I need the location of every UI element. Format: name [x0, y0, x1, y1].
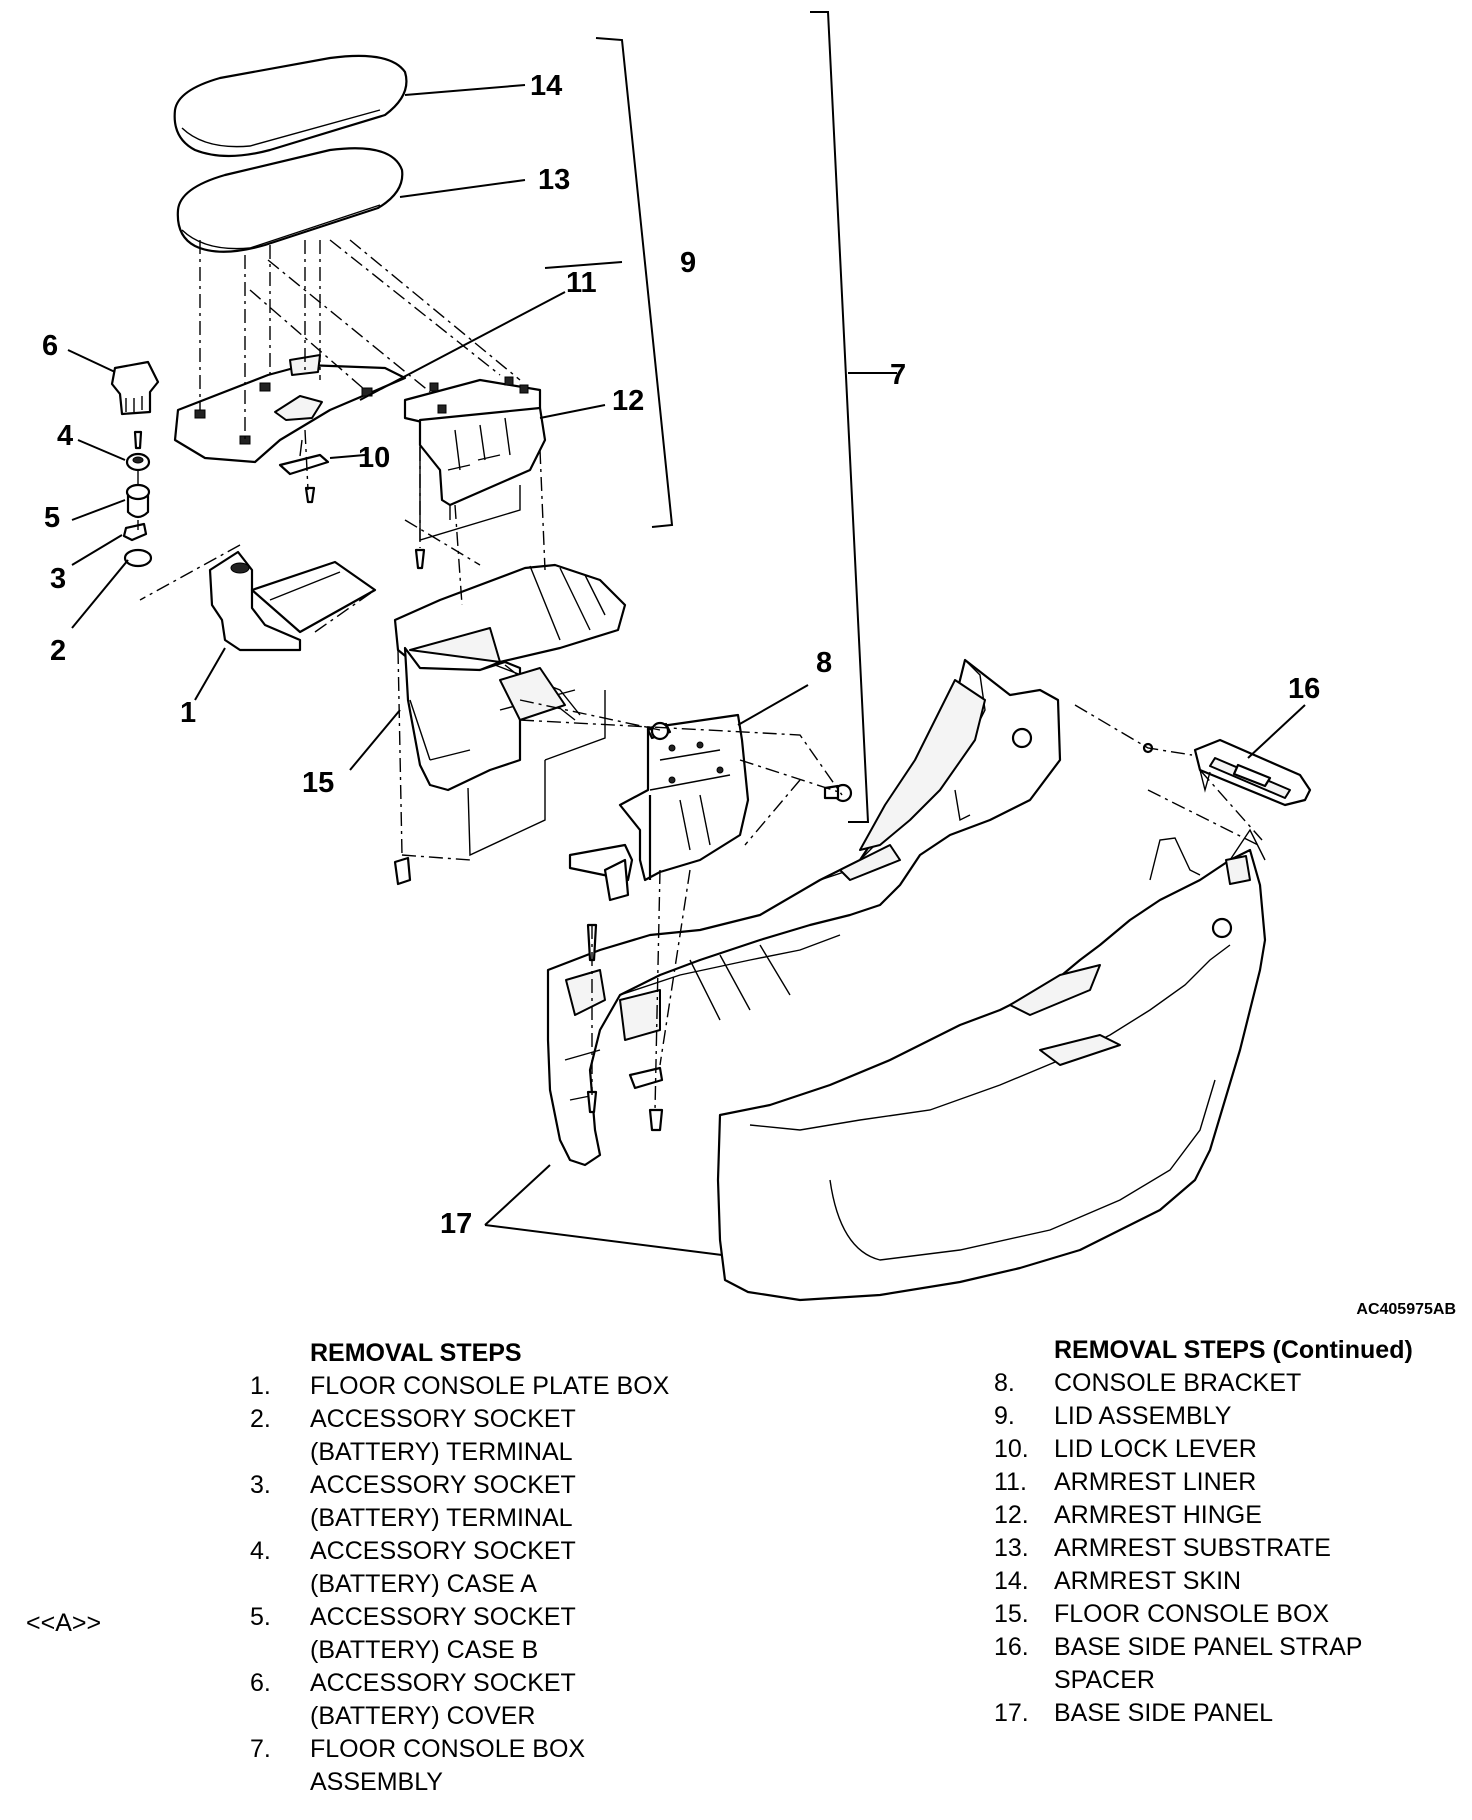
removal-step-number: 8.: [994, 1369, 1015, 1397]
removal-step-text: BASE SIDE PANEL: [1054, 1699, 1274, 1727]
accessory-socket-cover-part: [110, 360, 160, 416]
removal-step-row: 11. ARMREST LINER: [994, 1466, 1413, 1499]
floor-console-box-part: [393, 563, 627, 792]
removal-step-text: FLOOR CONSOLE BOX: [1054, 1600, 1330, 1628]
callout-9: 9: [680, 247, 696, 279]
callout-10: 10: [358, 442, 390, 474]
accessory-socket-terminal-part-2: [123, 548, 153, 568]
leader-lines: [67, 84, 1306, 1256]
armrest-liner-part: [173, 354, 407, 464]
base-side-panel-part: [546, 658, 1267, 1302]
callout-7: 7: [890, 359, 906, 391]
removal-step-number: 1.: [250, 1372, 271, 1400]
callout-17: 17: [440, 1208, 472, 1240]
callout-3: 3: [50, 563, 66, 595]
removal-step-number: 6.: [250, 1669, 271, 1697]
assembly-lines: [137, 239, 1263, 1111]
exploded-view-diagram: 1 2 3 4 5 6 7 8 9 10 11 12 13 14 15 16 1…: [42, 11, 1456, 1318]
removal-step-text: ARMREST LINER: [1054, 1468, 1257, 1496]
removal-step-row: 13. ARMREST SUBSTRATE: [994, 1532, 1413, 1565]
floor-console-plate-box-part: [208, 550, 377, 652]
lid-lock-lever-part: [278, 439, 330, 504]
callout-8: 8: [816, 647, 832, 679]
callout-4: 4: [57, 420, 73, 452]
removal-step-row: 1. FLOOR CONSOLE PLATE BOX: [250, 1370, 669, 1403]
removal-step-number: 15.: [994, 1600, 1029, 1628]
removal-step-text: FLOOR CONSOLE PLATE BOX: [310, 1372, 670, 1400]
removal-step-row: 14. ARMREST SKIN: [994, 1565, 1413, 1598]
removal-step-text: ACCESSORY SOCKET (BATTERY) COVER: [310, 1669, 576, 1730]
removal-step-row: 15. FLOOR CONSOLE BOX: [994, 1598, 1413, 1631]
callout-6: 6: [42, 330, 58, 362]
removal-step-text: ARMREST SKIN: [1054, 1567, 1242, 1595]
accessory-socket-case-b-part: [125, 483, 151, 519]
removal-step-row: 3. ACCESSORY SOCKET (BATTERY) TERMINAL: [250, 1469, 669, 1535]
removal-step-row: 2. ACCESSORY SOCKET (BATTERY) TERMINAL: [250, 1403, 669, 1469]
removal-step-number: 17.: [994, 1699, 1029, 1727]
console-bracket-part: [568, 713, 750, 902]
removal-step-text: ACCESSORY SOCKET (BATTERY) TERMINAL: [310, 1471, 576, 1532]
callout-12: 12: [612, 385, 644, 417]
callout-16: 16: [1288, 673, 1320, 705]
removal-step-text: FLOOR CONSOLE BOX ASSEMBLY: [310, 1735, 586, 1796]
removal-step-row: 12. ARMREST HINGE: [994, 1499, 1413, 1532]
callout-14: 14: [530, 70, 562, 102]
removal-step-row: 9. LID ASSEMBLY: [994, 1400, 1413, 1433]
removal-step-text: ACCESSORY SOCKET (BATTERY) CASE A: [310, 1537, 576, 1598]
removal-step-number: 14.: [994, 1567, 1029, 1595]
removal-step-number: 16.: [994, 1633, 1029, 1661]
accessory-socket-terminal-part-3: [122, 522, 148, 542]
removal-step-text: ARMREST HINGE: [1054, 1501, 1262, 1529]
bolt: [823, 783, 853, 803]
bolt: [646, 721, 672, 741]
removal-steps-right: REMOVAL STEPS (Continued) 8. CONSOLE BRAC…: [994, 1334, 1413, 1730]
removal-steps-left: REMOVAL STEPS 1. FLOOR CONSOLE PLATE BOX 2…: [250, 1337, 669, 1799]
removal-step-text: CONSOLE BRACKET: [1054, 1369, 1302, 1397]
callout-1: 1: [180, 697, 196, 729]
removal-step-number: 4.: [250, 1537, 271, 1565]
callout-2: 2: [50, 635, 66, 667]
callout-11: 11: [566, 267, 597, 299]
removal-step-number: 5.: [250, 1603, 271, 1631]
removal-step-text: LID ASSEMBLY: [1054, 1402, 1232, 1430]
removal-step-text: LID LOCK LEVER: [1054, 1435, 1257, 1463]
removal-step-row: 7. FLOOR CONSOLE BOX ASSEMBLY: [250, 1733, 669, 1799]
removal-step-number: 10.: [994, 1435, 1029, 1463]
removal-step-number: 13.: [994, 1534, 1029, 1562]
removal-step-number: 11.: [994, 1468, 1027, 1496]
removal-step-number: 3.: [250, 1471, 271, 1499]
removal-step-row: 17. BASE SIDE PANEL: [994, 1697, 1413, 1730]
removal-step-text: ACCESSORY SOCKET (BATTERY) CASE B: [310, 1603, 576, 1664]
removal-step-text: ACCESSORY SOCKET (BATTERY) TERMINAL: [310, 1405, 576, 1466]
armrest-substrate-part: [176, 147, 404, 253]
figure-id: AC405975AB: [1356, 1301, 1456, 1318]
removal-step-text: ARMREST SUBSTRATE: [1054, 1534, 1331, 1562]
base-side-panel-strap-spacer-part: [1193, 738, 1312, 807]
callout-13: 13: [538, 164, 570, 196]
removal-step-row: 6. ACCESSORY SOCKET (BATTERY) COVER: [250, 1667, 669, 1733]
removal-step-number: 9.: [994, 1402, 1015, 1430]
callout-15: 15: [302, 767, 334, 799]
removal-step-row: 5. ACCESSORY SOCKET (BATTERY) CASE B: [250, 1601, 669, 1667]
removal-step-number: 12.: [994, 1501, 1029, 1529]
removal-step-text: BASE SIDE PANEL STRAP SPACER: [1054, 1633, 1363, 1694]
armrest-skin-part: [173, 54, 408, 158]
removal-step-number: 7.: [250, 1735, 271, 1763]
armrest-hinge-part: [403, 376, 547, 507]
callout-5: 5: [44, 502, 60, 534]
removal-step-row: 10. LID LOCK LEVER: [994, 1433, 1413, 1466]
removal-step-row: 4. ACCESSORY SOCKET (BATTERY) CASE A: [250, 1535, 669, 1601]
removal-step-number: 2.: [250, 1405, 271, 1433]
removal-step-row: 8. CONSOLE BRACKET: [994, 1367, 1413, 1400]
removal-steps-continued-heading: REMOVAL STEPS (Continued): [1054, 1336, 1413, 1364]
service-point-marker: <<A>>: [26, 1609, 102, 1637]
accessory-socket-case-a-part: [125, 430, 151, 472]
removal-step-row: 16. BASE SIDE PANEL STRAP SPACER: [994, 1631, 1413, 1697]
removal-steps-heading: REMOVAL STEPS: [310, 1339, 522, 1367]
